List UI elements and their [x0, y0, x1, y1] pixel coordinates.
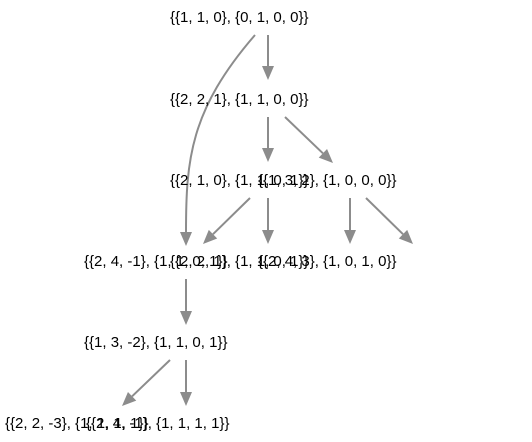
node-label-n10: {{2, 4, -1}, {1, 1, 1, 1}}	[86, 415, 229, 432]
edge-n4-n6-arrowhead	[344, 230, 356, 244]
edge-n1-n5	[185, 34, 256, 233]
edge-n1-n5-arrowhead	[180, 232, 192, 246]
edge-n3-n5-arrowhead	[203, 229, 218, 244]
edge-n2-n3-arrowhead	[262, 148, 274, 162]
edge-n4-n7	[365, 197, 404, 235]
edge-n1-n2-arrowhead	[262, 66, 274, 80]
edge-n2-n4	[284, 116, 324, 155]
node-label-n8: {{1, 3, -2}, {1, 1, 0, 1}}	[84, 334, 227, 351]
node-label-n9: {{2, 2, -3}, {1, 1, 1, 1}}	[5, 415, 148, 432]
edge-n8-n9	[131, 359, 171, 398]
edge-n8-n10-arrowhead	[180, 392, 192, 406]
node-label-n2: {{2, 2, 1}, {1, 1, 0, 0}}	[170, 91, 308, 108]
edge-n3-n6-arrowhead	[262, 230, 274, 244]
edge-n4-n7-arrowhead	[398, 229, 413, 244]
edges-layer	[122, 34, 413, 406]
edge-n2-n4-arrowhead	[318, 148, 333, 163]
node-label-n3: {{2, 1, 0}, {1, 1, 0, 1}}	[170, 172, 308, 189]
node-label-n7: {{2, 4, 3}, {1, 0, 1, 0}}	[258, 253, 396, 270]
edge-n8-n9-arrowhead	[122, 391, 137, 406]
edge-n5-n8-arrowhead	[180, 311, 192, 325]
node-label-n6: {{2, 2, 1}, {1, 1, 0, 1}}	[170, 253, 308, 270]
node-label-n5: {{2, 4, -1}, {1, 1, 0, 1}}	[84, 253, 227, 270]
nodes-layer: {{1, 1, 0}, {0, 1, 0, 0}} {{2, 2, 1}, {1,…	[5, 9, 396, 432]
node-label-n4: {{1, 3, 2}, {1, 0, 0, 0}}	[258, 172, 396, 189]
node-label-n1: {{1, 1, 0}, {0, 1, 0, 0}}	[170, 9, 308, 26]
edge-n3-n5	[212, 197, 251, 235]
